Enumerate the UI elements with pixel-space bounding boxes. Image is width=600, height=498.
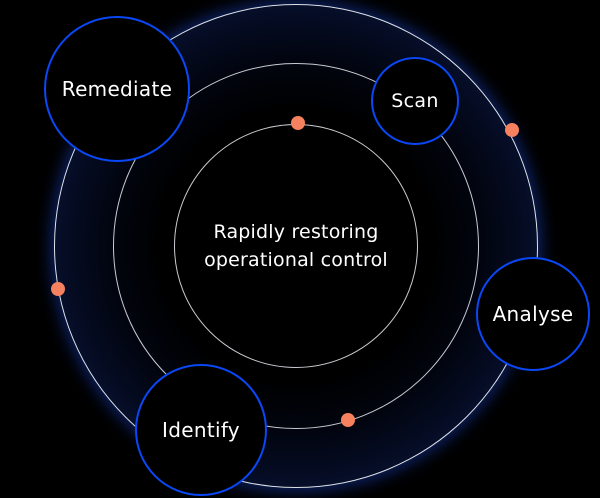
center-caption: Rapidly restoring operational control bbox=[174, 124, 418, 368]
node-analyse: Analyse bbox=[476, 257, 590, 371]
center-caption-line2: operational control bbox=[204, 249, 388, 271]
marker-dot-inner-top bbox=[291, 116, 305, 130]
marker-dot-outer-left bbox=[51, 282, 65, 296]
node-scan-label: Scan bbox=[391, 90, 439, 112]
middle-ring bbox=[113, 63, 479, 429]
node-analyse-label: Analyse bbox=[492, 302, 574, 326]
node-identify-label: Identify bbox=[162, 418, 240, 442]
node-remediate-label: Remediate bbox=[61, 77, 173, 101]
node-scan: Scan bbox=[371, 57, 459, 145]
marker-dot-outer-right bbox=[505, 123, 519, 137]
node-remediate: Remediate bbox=[44, 16, 190, 162]
node-identify: Identify bbox=[135, 364, 267, 496]
marker-dot-middle-bottom bbox=[341, 413, 355, 427]
center-caption-line1: Rapidly restoring bbox=[213, 221, 379, 243]
